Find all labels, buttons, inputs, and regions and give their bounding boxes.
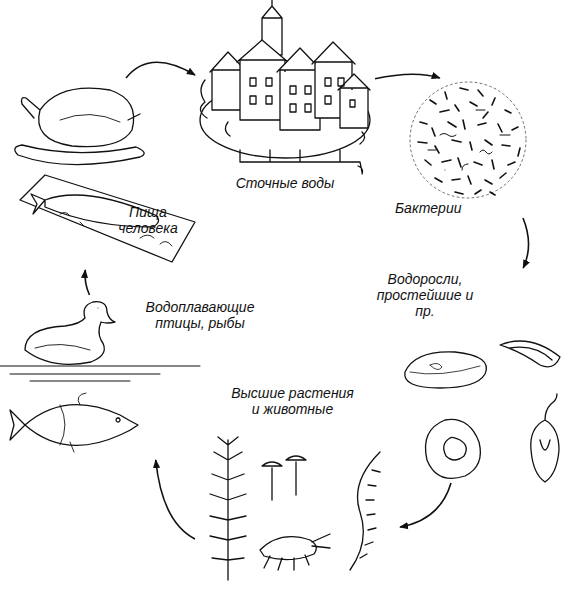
roast-detail	[60, 114, 120, 122]
duck	[25, 302, 115, 365]
city-illustration	[200, 0, 370, 174]
stage-label: Сточные воды	[195, 175, 375, 191]
bacteria-illustration	[410, 82, 526, 198]
cycle-stage: Бактерии	[395, 78, 555, 218]
cycle-stage: Сточные воды	[195, 2, 375, 194]
crustacean	[260, 534, 330, 570]
protozoa-illustration	[405, 341, 560, 482]
cycle-arrow	[375, 74, 440, 79]
bacteria-field	[410, 82, 526, 198]
flagellate	[531, 394, 559, 482]
cycle-arrow	[85, 270, 89, 295]
hydra	[262, 456, 306, 500]
house	[338, 74, 370, 128]
stage-label: Бактерии	[395, 200, 467, 216]
sewer-pipes	[240, 150, 363, 174]
cycle-arrow	[523, 218, 529, 268]
fish	[10, 405, 138, 446]
cycle-arrow	[156, 460, 195, 539]
euglena	[500, 341, 560, 367]
duck-wing	[35, 308, 98, 350]
cycle-stage: Водоросли, простейшие и пр.	[375, 268, 565, 483]
trees	[200, 80, 364, 144]
stage-label: Водоплавающие птицы, рыбы	[125, 299, 275, 331]
rotifer	[425, 419, 480, 478]
water-lines	[0, 366, 200, 381]
windows	[250, 78, 355, 112]
cycle-arrow	[400, 483, 451, 527]
food-illustration	[15, 88, 195, 262]
paramecium	[405, 352, 487, 388]
paramecium-detail	[410, 363, 480, 374]
plants-animals-illustration	[210, 437, 380, 580]
cycle-stage: Пища человека	[15, 78, 200, 270]
stage-label: Высшие растения и животные	[230, 385, 355, 417]
cycle-arrow	[126, 62, 195, 78]
stage-label: Водоросли, простейшие и пр.	[375, 271, 475, 319]
fish-plate	[20, 175, 195, 262]
water-plant	[210, 437, 246, 580]
platter	[15, 145, 144, 165]
fish-detail	[60, 393, 86, 452]
roast-bird	[22, 88, 141, 146]
worm	[350, 452, 380, 570]
cycle-stage: Высшие растения и животные	[195, 383, 400, 583]
cycle-stage: Водоплавающие птицы, рыбы	[10, 295, 275, 460]
stage-label: Пища человека	[107, 204, 189, 236]
